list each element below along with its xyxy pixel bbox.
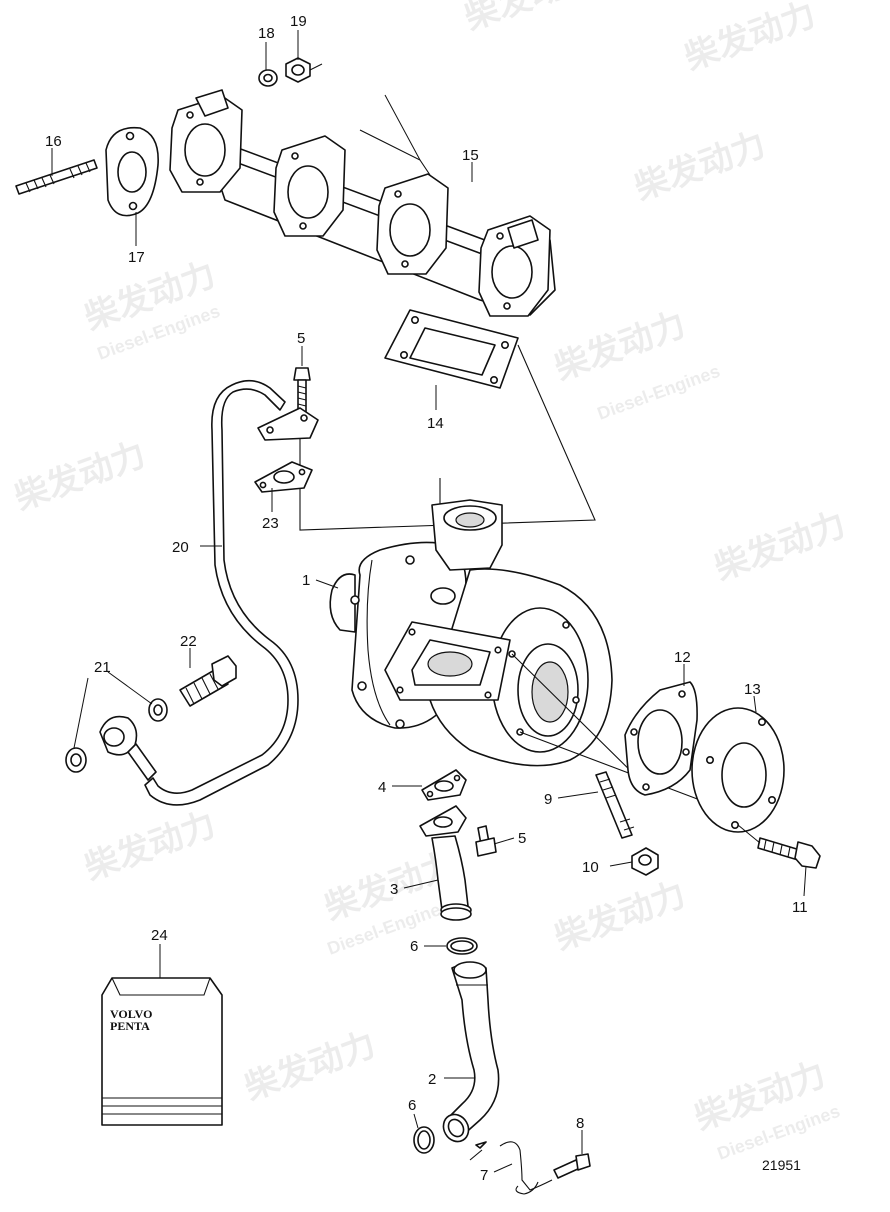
gasket-4 <box>421 769 467 801</box>
bolt-5-upper <box>293 367 311 413</box>
watermark-cn: 柴发动力 <box>460 0 601 38</box>
turbocharger-1 <box>329 499 613 767</box>
callout-5-upper: 5 <box>297 330 305 347</box>
callout-18: 18 <box>258 25 275 42</box>
bolt-5-lower <box>475 825 497 857</box>
o-ring-6-upper <box>446 937 478 955</box>
callout-16: 16 <box>45 133 62 150</box>
oil-drain-pipe-2 <box>442 961 500 1143</box>
callout-24: 24 <box>151 927 168 944</box>
stud-9 <box>595 771 635 839</box>
reference-number: 21951 <box>762 1157 801 1173</box>
brand-line-1: VOLVO <box>110 1007 152 1021</box>
callout-1: 1 <box>302 572 310 589</box>
nut-10 <box>631 847 659 876</box>
gasket-kit-bag-24: VOLVO PENTA <box>101 977 223 1126</box>
callout-15: 15 <box>462 147 479 164</box>
callout-10: 10 <box>582 859 599 876</box>
washer-18 <box>258 69 278 87</box>
oil-return-pipe-20 <box>99 379 319 806</box>
callout-23: 23 <box>262 515 279 532</box>
callout-20: 20 <box>172 539 189 556</box>
gasket-17 <box>105 126 159 217</box>
callout-22: 22 <box>180 633 197 650</box>
alignment-line <box>511 653 701 801</box>
leader-lines <box>51 30 807 1173</box>
o-ring-6-lower <box>413 1126 435 1154</box>
watermark-cn: 柴发动力 <box>80 805 221 887</box>
callout-11: 11 <box>792 899 808 916</box>
watermark-cn: 柴发动力 <box>710 505 851 587</box>
callout-labels: 16 17 18 19 15 5 14 23 20 1 22 21 12 13 … <box>45 13 808 1184</box>
callout-17: 17 <box>128 249 145 266</box>
callout-2: 2 <box>428 1071 436 1088</box>
watermark-en: Diesel-Engines <box>595 361 723 424</box>
callout-13: 13 <box>744 681 761 698</box>
watermark-cn: 柴发动力 <box>550 875 691 957</box>
watermark-cn: 柴发动力 <box>680 0 821 78</box>
hose-clip-7 <box>469 1141 553 1195</box>
exhaust-manifold-15 <box>169 89 556 317</box>
callout-4: 4 <box>378 779 386 796</box>
watermark-cn: 柴发动力 <box>550 305 691 387</box>
callout-12: 12 <box>674 649 691 666</box>
washer-21 <box>65 698 168 773</box>
watermark-cn: 柴发动力 <box>10 435 151 517</box>
callout-7: 7 <box>480 1167 488 1184</box>
callout-8: 8 <box>576 1115 584 1132</box>
callout-19: 19 <box>290 13 307 30</box>
callout-9: 9 <box>544 791 552 808</box>
callout-14: 14 <box>427 415 444 432</box>
callout-6-upper: 6 <box>410 938 418 955</box>
callout-6-lower: 6 <box>408 1097 416 1114</box>
stud-16 <box>15 159 98 195</box>
brand-line-2: PENTA <box>110 1019 150 1033</box>
callout-3: 3 <box>390 881 398 898</box>
gasket-23 <box>254 461 313 493</box>
screw-8 <box>553 1153 591 1179</box>
flange-13 <box>691 707 785 833</box>
nut-19 <box>285 57 323 83</box>
callout-21: 21 <box>94 659 111 676</box>
banjo-bolt-22 <box>179 655 237 707</box>
callout-5-lower: 5 <box>518 830 526 847</box>
gasket-14 <box>384 309 519 389</box>
watermark-cn: 柴发动力 <box>240 1025 381 1107</box>
bolt-11 <box>737 824 821 869</box>
gasket-12 <box>624 681 698 796</box>
watermark-cn: 柴发动力 <box>630 125 771 207</box>
oil-drain-pipe-3 <box>419 805 472 921</box>
